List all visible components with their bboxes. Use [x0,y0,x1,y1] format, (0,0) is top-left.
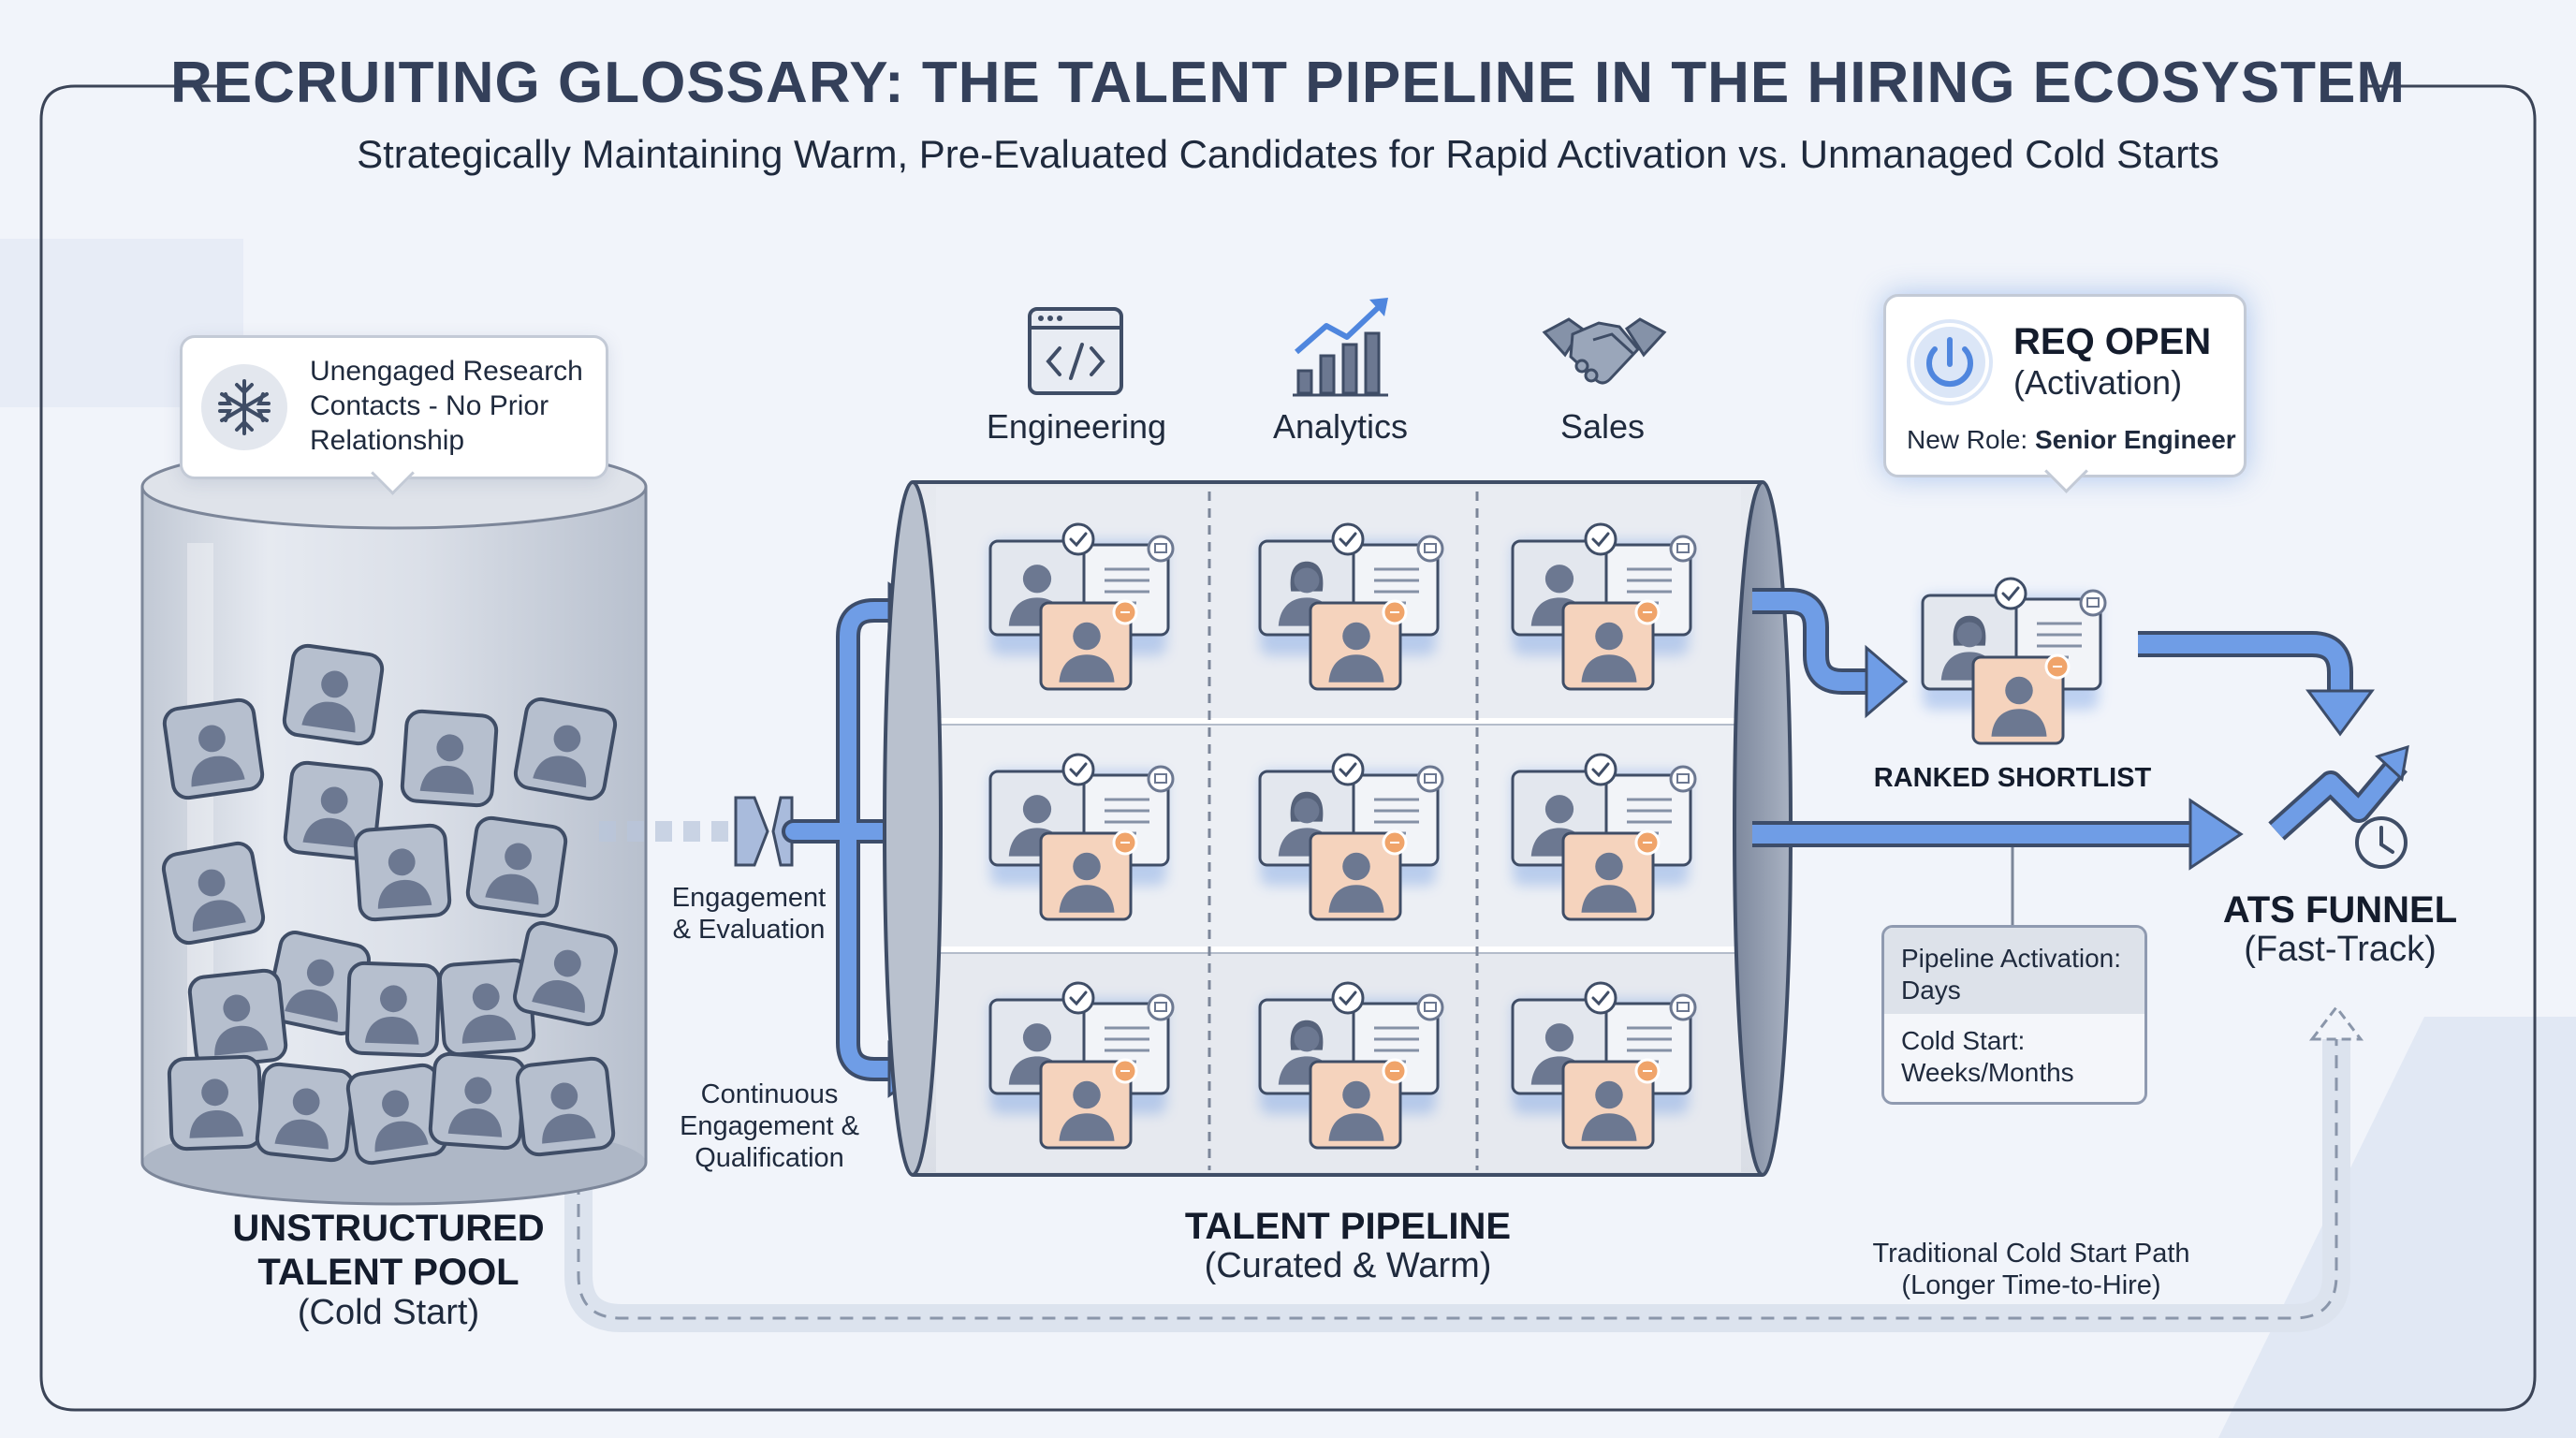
candidate-card [1511,753,1697,921]
candidate-card [1258,981,1444,1150]
pipeline-candidate-grid [988,522,1697,1150]
cold-path-label-line1: Traditional Cold Start Path [1872,1239,2190,1269]
timing-activation-label: Pipeline Activation: [1901,944,2122,973]
pipeline-label-sub: (Curated & Warm) [1204,1246,1492,1285]
handshake-icon [1542,317,1667,385]
continuous-label-line2: Engagement & [680,1111,859,1141]
pool-callout: Unengaged Research Contacts - No Prior R… [180,335,608,495]
page-subtitle: Strategically Maintaining Warm, Pre-Eval… [357,132,2219,176]
timing-activation-value: Days [1901,976,1961,1005]
contact-tile [167,1054,264,1152]
contact-tile [344,961,442,1058]
pool-callout-line1: Unengaged Research [310,356,583,387]
candidate-card [1921,577,2107,745]
contact-tile [255,1062,356,1163]
pool-label-sub: (Cold Start) [297,1293,480,1332]
req-open-callout: REQ OPEN (Activation) New Role: Senior E… [1883,294,2247,493]
contact-tile [187,968,288,1069]
continuous-label-line3: Qualification [695,1143,844,1173]
cold-path-label-line2: (Longer Time-to-Hire) [1901,1270,2161,1300]
talent-pool-contacts [161,643,618,1166]
pool-callout-line2: Contacts - No Prior [310,390,549,421]
to-ats-arrowhead [2305,689,2375,737]
engagement-label-line2: & Evaluation [672,915,826,945]
contact-tile [353,823,452,922]
ats-label: ATS FUNNEL [2222,889,2458,931]
contact-tile [513,921,618,1026]
trend-clock-icon [2268,744,2409,869]
candidate-card [988,981,1175,1150]
contact-tile [282,643,385,746]
contact-tile [162,697,265,800]
candidate-card [1258,522,1444,691]
candidate-card [1511,522,1697,691]
pipeline-label: TALENT PIPELINE [1184,1206,1512,1247]
contact-tile [515,1056,616,1157]
timing-cold-label: Cold Start: [1901,1026,2026,1055]
candidate-card [1258,753,1444,921]
pool-label-line1: UNSTRUCTURED [232,1208,545,1249]
candidate-card [1511,981,1697,1150]
contact-tile [465,815,568,918]
dept-label-analytics: Analytics [1272,407,1409,446]
candidate-card [988,522,1175,691]
dept-label-sales: Sales [1559,407,1646,446]
ranked-shortlist-card [1921,577,2107,745]
contact-tile [428,1051,527,1151]
to-shortlist-arrow [1752,592,1876,691]
pool-callout-line3: Relationship [310,425,465,456]
continuous-label-line1: Continuous [700,1079,839,1109]
timing-box: Pipeline Activation: Days Cold Start: We… [1881,925,2147,1105]
to-shortlist-arrowhead [1865,644,1909,719]
req-role-value: Senior Engineer [2034,425,2236,454]
candidate-card [988,753,1175,921]
dept-label-engineering: Engineering [986,407,1167,446]
bar-chart-trend-icon [1293,298,1388,397]
req-title: REQ OPEN [2013,321,2212,362]
timing-activation-band [1884,928,2144,1014]
contact-tile [161,841,266,946]
branch-arrows [782,598,913,1081]
to-ats-arrow [2138,635,2349,693]
page-title: RECRUITING GLOSSARY: THE TALENT PIPELINE… [170,51,2406,115]
code-window-icon [1028,307,1123,395]
req-role-prefix: New Role: [1907,425,2028,454]
engagement-label-line1: Engagement [671,883,827,913]
req-role: New Role: Senior Engineer [1907,424,2236,456]
contact-tile [513,697,618,801]
pool-label-line2: TALENT POOL [257,1252,520,1293]
power-icon [1907,319,1993,405]
req-sub: (Activation) [2013,363,2183,402]
timing-cold-value: Weeks/Months [1901,1058,2074,1087]
snowflake-icon [201,364,287,450]
fast-track-arrowhead [2188,798,2244,871]
cold-start-path [577,1039,2338,1320]
shortlist-label: RANKED SHORTLIST [1873,763,2152,793]
cold-start-arrowhead [2308,1005,2364,1041]
contact-tile [400,709,499,808]
ats-label-sub: (Fast-Track) [2244,930,2437,969]
